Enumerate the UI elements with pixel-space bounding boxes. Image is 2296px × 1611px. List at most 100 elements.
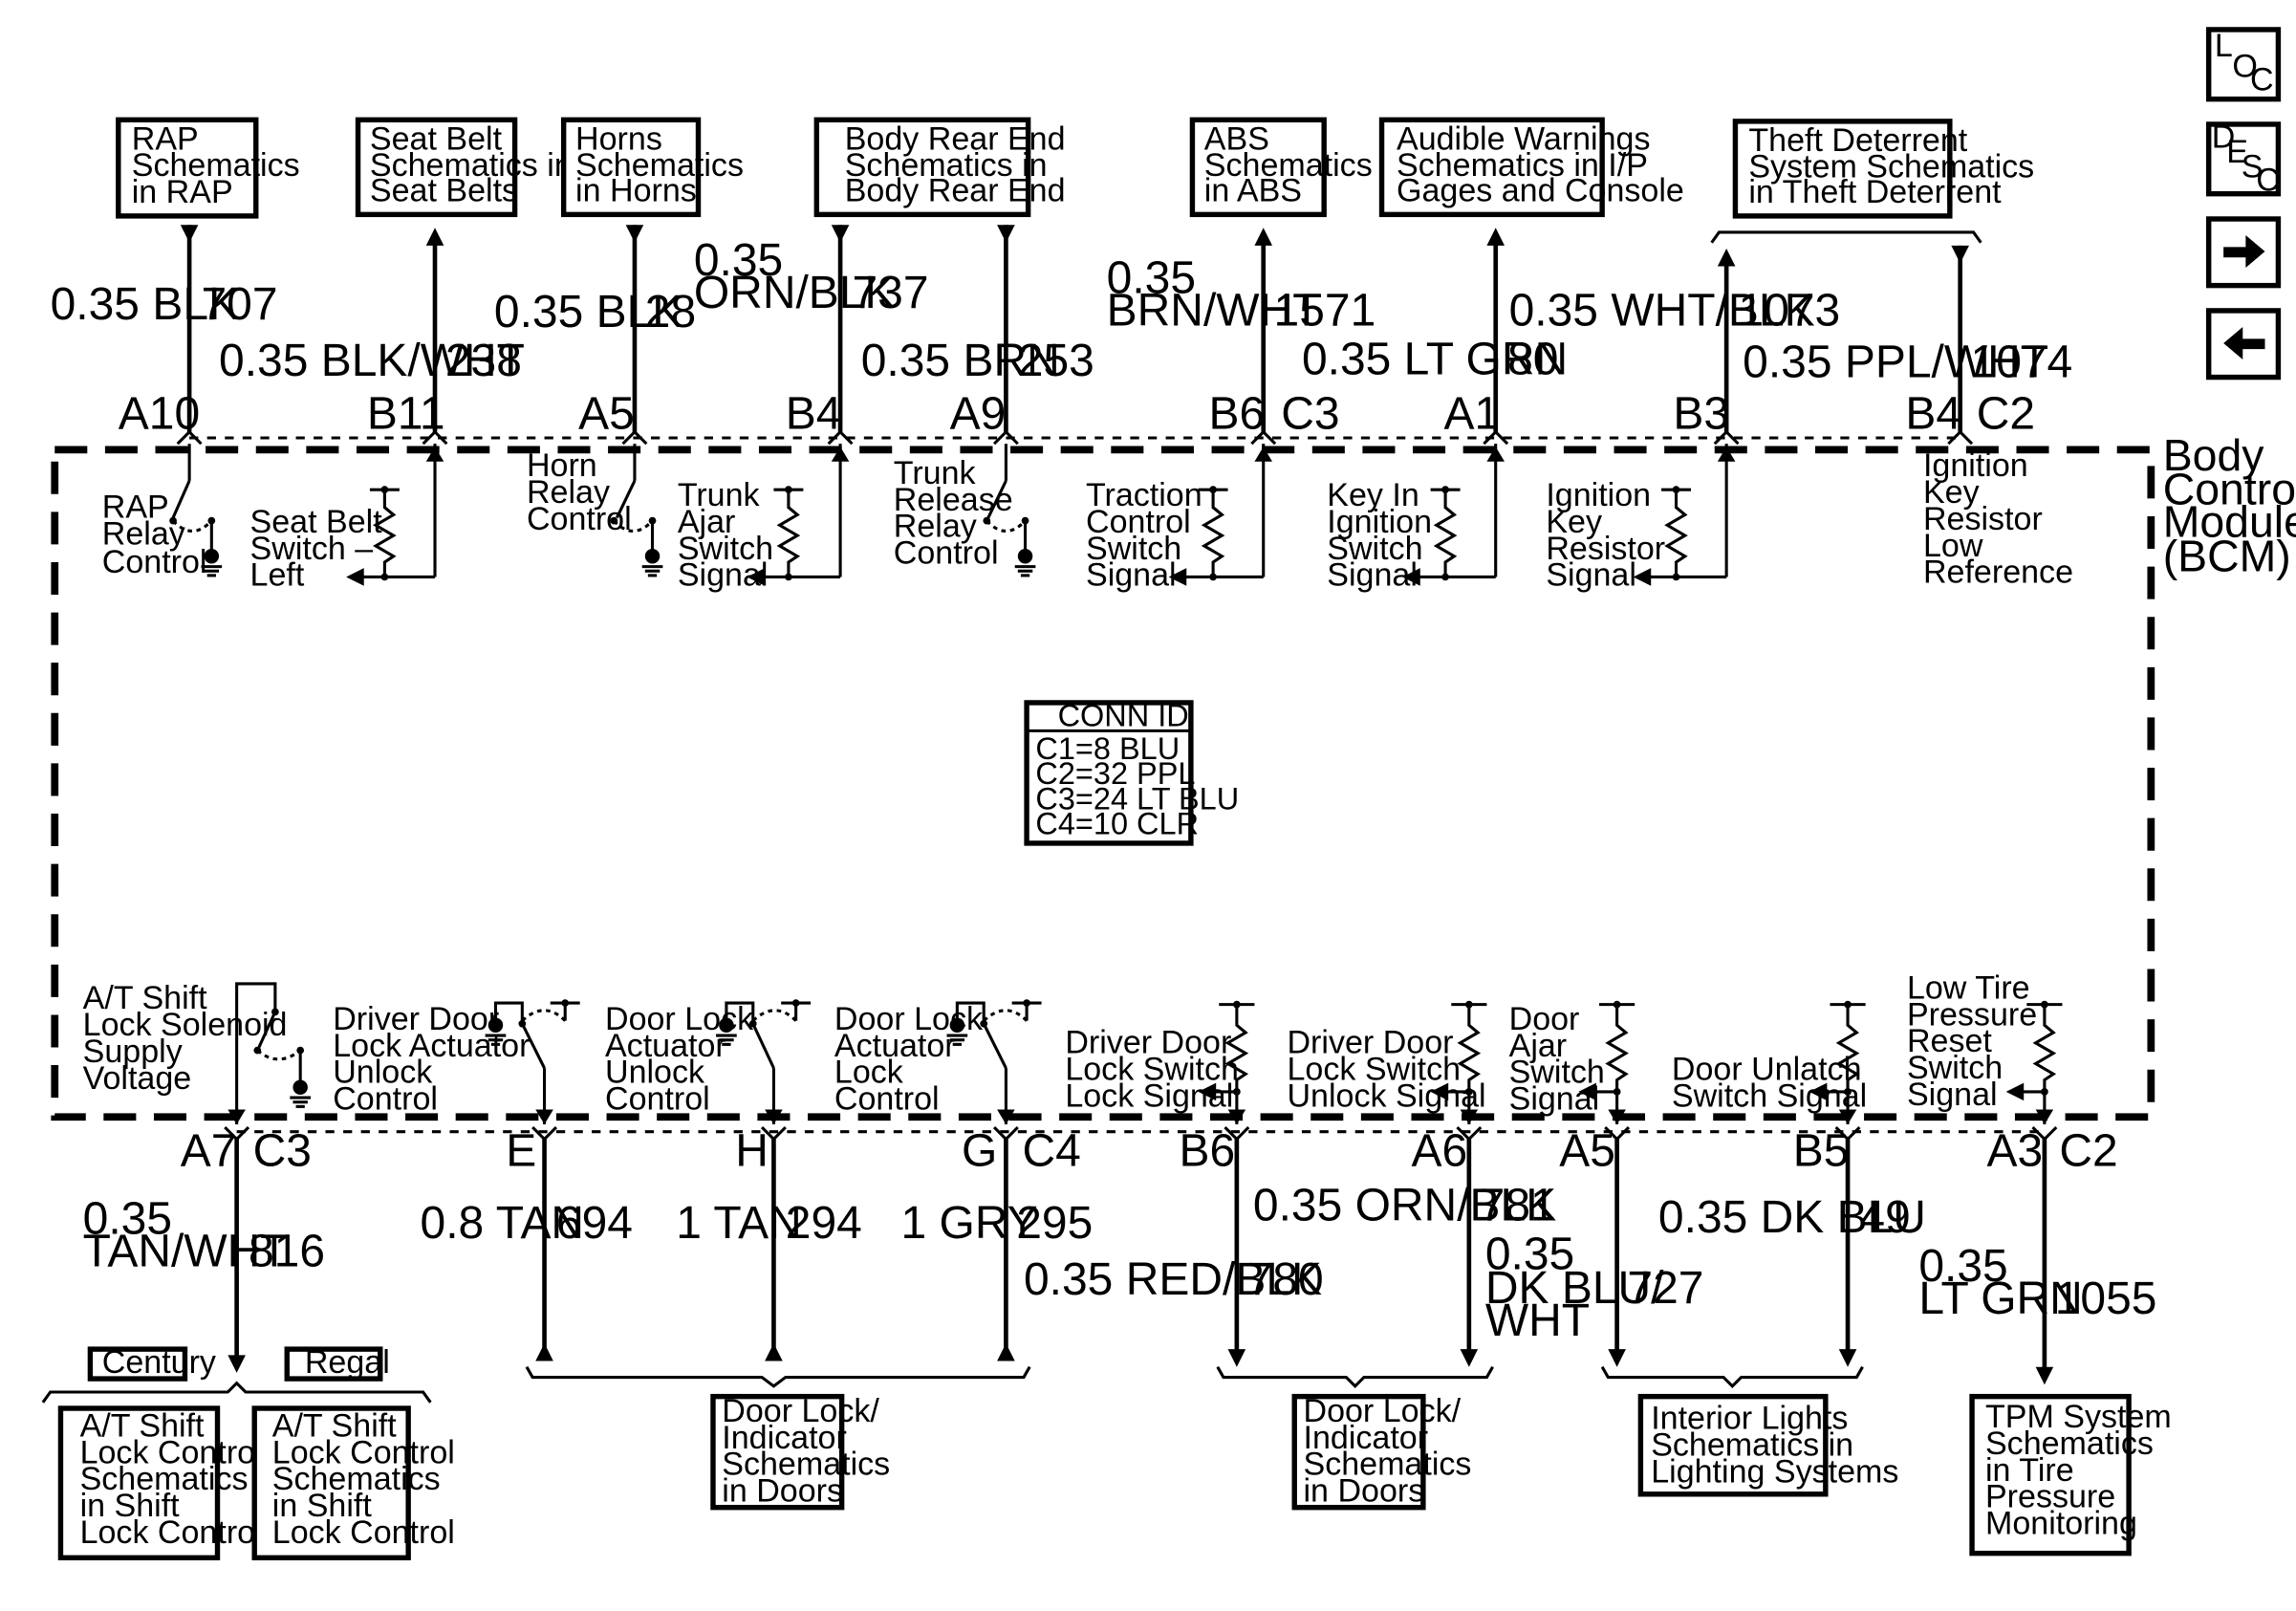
wire-color: 0.35 WHT/BLK [1509, 285, 1815, 336]
circuit-number: 1055 [2055, 1274, 2157, 1324]
ref-label: ABS [1204, 120, 1269, 157]
internal-label-driver-door-unlock: Driver Door Lock Actuator Unlock Control [333, 1001, 530, 1118]
ref-label: Body Rear End [845, 172, 1066, 208]
internal-label: Door Unlatch [1672, 1052, 1862, 1088]
ref-box-horns[interactable]: Horns Schematics in Horns [560, 117, 744, 218]
conn-id-line: C4=10 CLR [1035, 807, 1199, 841]
ref-label: Schematics [1204, 147, 1373, 184]
internal-label: Door Lock [834, 1001, 984, 1037]
pin-label: B3 [1673, 389, 1729, 440]
internal-label: Control [605, 1080, 710, 1117]
pin-label: B6 [1180, 1125, 1236, 1176]
door-ajar-switch-resistor [1578, 1000, 1635, 1124]
desc-button[interactable]: D E S C [2205, 120, 2282, 199]
ref-label: System Schematics [1748, 149, 2034, 185]
internal-label-trunk-ajar: Trunk Ajar Switch Signal [678, 477, 773, 594]
internal-label: Signal [678, 557, 769, 594]
pin-label: C3 [253, 1125, 312, 1176]
ref-label: Theft Deterrent [1748, 122, 1967, 159]
traction-control-resistor [1168, 444, 1273, 586]
bottom-pin-labels: A7 C3 E H G C4 B6 A6 A5 B5 A3 C2 [181, 1125, 2118, 1176]
bcm-title-line: Module [2163, 497, 2296, 547]
option-tag-regal: Regal [284, 1344, 390, 1382]
ref-box-theft-deterrent[interactable]: Theft Deterrent System Schematics in The… [1732, 119, 2034, 219]
internal-label-shift-lock: A/T Shift Lock Solenoid Supply Voltage [83, 980, 288, 1097]
internal-label: Lock Solenoid [83, 1007, 288, 1043]
internal-label: Key [1923, 474, 1980, 511]
ref-label: in ABS [1204, 172, 1302, 208]
internal-label: RAP [102, 490, 169, 526]
wire-color: 0.35 ORN/BLK [1253, 1181, 1556, 1231]
ref-label: Lock Control [272, 1514, 455, 1551]
ref-label: in Doors [722, 1473, 843, 1510]
internal-label: Relay [527, 474, 610, 511]
loc-button[interactable]: L O C [2205, 27, 2282, 102]
wire-color: 0.35 BRN [861, 336, 1060, 386]
ref-label: TPM System [1985, 1399, 2172, 1435]
ref-box-door-lock-2[interactable]: Door Lock/ Indicator Schematics in Doors [1291, 1393, 1472, 1511]
bottom-brackets [41, 1365, 1864, 1404]
next-page-button[interactable] [2205, 216, 2282, 289]
internal-label: Signal [1907, 1077, 1998, 1113]
ref-label: Lock Control [80, 1514, 263, 1551]
wire-color: LT GRN [1918, 1274, 2083, 1324]
option-tag-label: Regal [305, 1344, 390, 1381]
internal-label: Trunk [678, 477, 761, 513]
previous-page-button[interactable] [2205, 308, 2282, 381]
ref-box-shift-lock-regal[interactable]: A/T Shift Lock Control Schematics in Shi… [251, 1405, 455, 1561]
ref-label: Schematics in [1651, 1427, 1853, 1464]
ref-box-audible-warnings[interactable]: Audible Warnings Schematics in I/P Gages… [1378, 117, 1684, 218]
internal-label-door-lock-lock: Door Lock Actuator Lock Control [834, 1001, 984, 1118]
wire-color: 1 GRY [901, 1198, 1038, 1249]
bcm-boundary [51, 446, 2155, 1121]
key-in-ignition-resistor [1402, 444, 1505, 586]
pin-label: G [962, 1125, 997, 1176]
internal-label: Traction [1086, 477, 1202, 513]
wire-color: 0.35 BLK [494, 287, 682, 337]
pin-label: A1 [1444, 389, 1501, 440]
wire-color: 0.35 BLK/WHT [219, 336, 525, 386]
pin-label: C2 [2059, 1125, 2117, 1176]
option-tag-label: Century [102, 1344, 216, 1381]
wire-color: 0.35 PPL/WHT [1743, 337, 2048, 388]
ref-label: in Theft Deterrent [1748, 174, 2002, 210]
internal-label-trunk-release: Trunk Release Relay Control [894, 455, 1013, 572]
circuit-number: 1571 [1274, 285, 1376, 336]
ref-label: Schematics [272, 1461, 441, 1497]
ref-label: Audible Warnings [1397, 120, 1651, 157]
internal-label-horn-relay: Horn Relay Control [527, 447, 632, 537]
internal-label-driver-lock-signal: Driver Door Lock Switch Lock Signal [1065, 1025, 1239, 1115]
internal-label: Control [102, 544, 207, 580]
ref-box-seat-belt[interactable]: Seat Belt Schematics in Seat Belts [355, 117, 573, 218]
internal-label: Switch [1907, 1050, 2003, 1086]
circuit-number: 80 [1507, 334, 1558, 384]
internal-label: Key In [1327, 477, 1419, 513]
ref-box-tpm-system[interactable]: TPM System Schematics in Tire Pressure M… [1969, 1393, 2172, 1557]
internal-label: Unlock [605, 1055, 705, 1091]
ref-label: Door Lock/ [722, 1393, 879, 1429]
internal-label: Lock Switch [1287, 1052, 1461, 1088]
ref-box-body-rear-end[interactable]: Body Rear End Schematics in Body Rear En… [813, 117, 1066, 218]
ref-label: Schematics [575, 147, 744, 184]
wire-color: 0.35 [1485, 1230, 1574, 1280]
internal-label-key-in-ignition: Key In Ignition Switch Signal [1327, 477, 1432, 594]
internal-label: Control [894, 535, 999, 572]
ref-label: Lock Control [272, 1434, 455, 1470]
ref-box-door-lock-1[interactable]: Door Lock/ Indicator Schematics in Doors [710, 1393, 890, 1511]
internal-label: Low Tire [1907, 969, 2030, 1006]
internal-label-door-ajar: Door Ajar Switch Signal [1509, 1001, 1605, 1118]
ref-box-interior-lights[interactable]: Interior Lights Schematics in Lighting S… [1637, 1393, 1898, 1497]
internal-label: Switch [1327, 531, 1422, 567]
circuit-number: 694 [556, 1198, 633, 1249]
ref-box-shift-lock-century[interactable]: A/T Shift Lock Control Schematics in Shi… [57, 1405, 263, 1561]
ref-label: in RAP [132, 174, 233, 210]
ref-box-rap[interactable]: RAP Schematics in RAP [116, 117, 300, 219]
ref-label: A/T Shift [80, 1407, 205, 1444]
internal-label: Resistor [1546, 531, 1665, 567]
ref-box-abs[interactable]: ABS Schematics in ABS [1189, 117, 1373, 218]
internal-label: Ignition [1923, 447, 2028, 484]
bottom-wires [227, 1139, 2054, 1385]
internal-label: Unlock Signal [1287, 1078, 1485, 1114]
ref-label: Schematics [1304, 1447, 1472, 1483]
